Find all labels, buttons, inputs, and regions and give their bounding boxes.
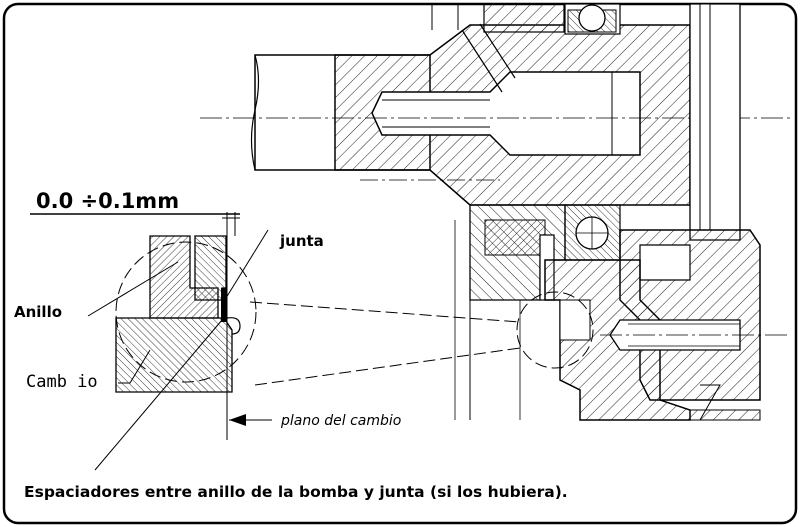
ring-label: Anillo xyxy=(14,303,62,321)
ring-leader xyxy=(87,261,179,317)
spacers-note: Espaciadores entre anillo de la bomba y … xyxy=(24,483,568,501)
shaft-assembly xyxy=(200,4,790,421)
gearbox-plane-arrow xyxy=(229,414,272,426)
gearbox-plane-label: plano del cambio xyxy=(280,413,401,429)
detail-view xyxy=(30,212,257,440)
gasket-leader xyxy=(225,229,269,299)
tolerance-label: 0.0 ÷0.1mm xyxy=(36,189,179,213)
spacer-leader xyxy=(94,319,223,471)
gearbox-leader xyxy=(118,349,151,384)
gearbox-label: Camb io xyxy=(26,372,98,392)
gasket-label: junta xyxy=(279,232,324,250)
